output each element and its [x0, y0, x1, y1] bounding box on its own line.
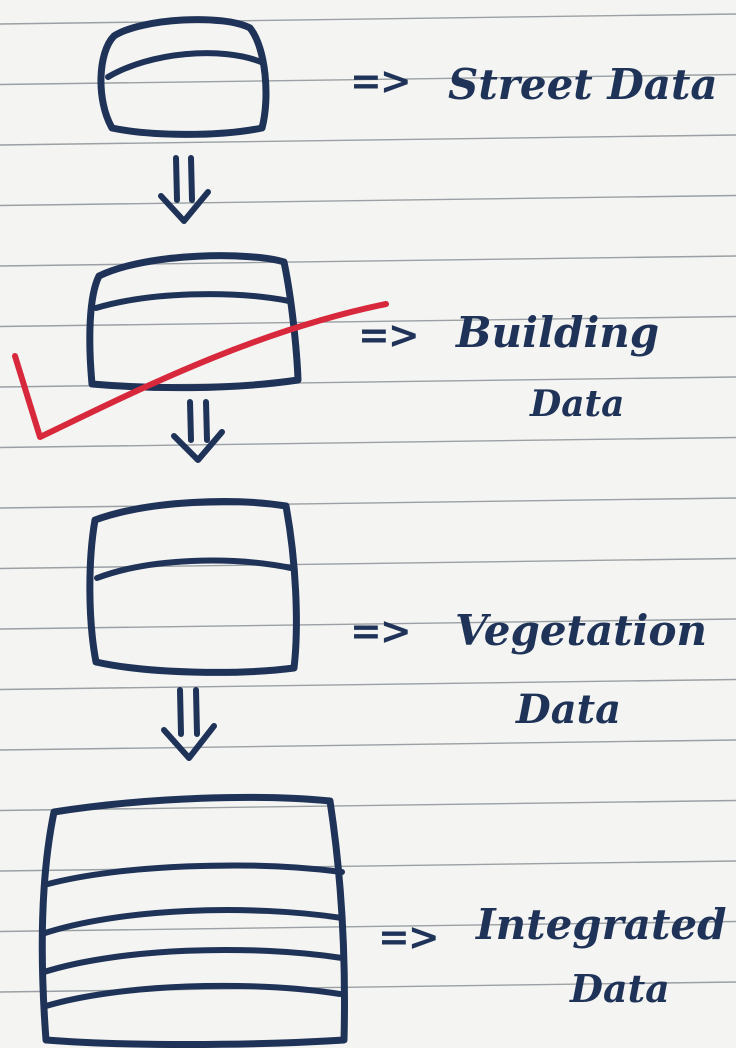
building-data-label-line2: Data [530, 383, 625, 425]
vegetation-data-database-icon [86, 498, 300, 676]
down-arrow-icon [161, 687, 217, 761]
ruled-line [0, 315, 736, 328]
street-data-label: Street Data [448, 60, 718, 109]
building-data-database-icon [86, 252, 302, 392]
down-arrow-icon [171, 399, 225, 463]
ruled-line [0, 13, 736, 25]
ruled-line [0, 436, 736, 449]
ruled-line [0, 497, 736, 509]
ruled-line [0, 739, 736, 751]
ruled-line [0, 557, 736, 570]
integrated-data-database-icon [38, 793, 348, 1048]
ruled-line [0, 799, 736, 812]
connector-arrow: => [358, 313, 420, 357]
integrated-data-label-line1: Integrated [476, 900, 727, 949]
connector-arrow: => [350, 59, 412, 103]
ruled-line [0, 134, 736, 146]
ruled-line [0, 618, 736, 630]
down-arrow-icon [158, 155, 211, 224]
vegetation-data-label-line2: Data [516, 686, 621, 733]
vegetation-data-label-line1: Vegetation [455, 606, 708, 655]
ruled-line [0, 73, 736, 86]
connector-arrow: => [378, 915, 440, 959]
integrated-data-label-line2: Data [570, 966, 670, 1011]
ruled-line [0, 194, 736, 207]
red-checkmark-icon [12, 301, 389, 440]
ruled-line [0, 678, 736, 691]
building-data-label-line1: Building [456, 308, 660, 357]
street-data-database-icon [97, 16, 270, 138]
connector-arrow: => [350, 609, 412, 653]
ruled-line [0, 920, 736, 933]
